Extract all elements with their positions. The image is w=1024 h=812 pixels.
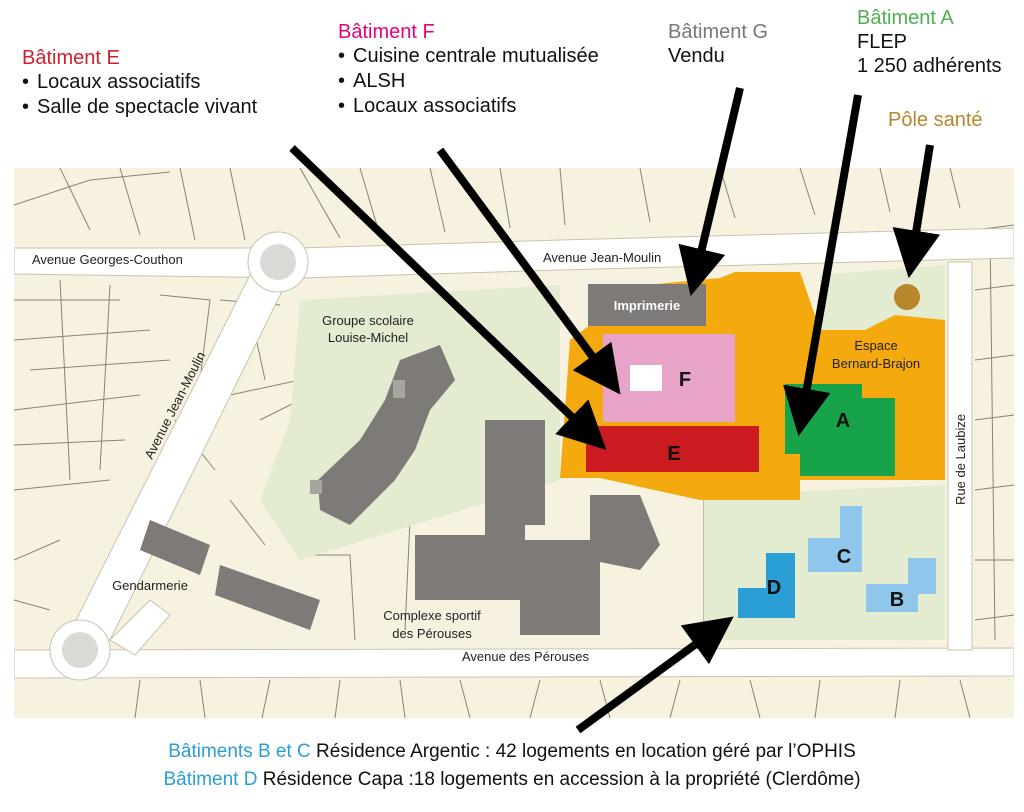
footer-line-1-text: Résidence Argentic : 42 logements en loc… [310, 741, 856, 762]
annotation-building-e-item: Locaux associatifs [22, 70, 257, 95]
annotation-building-g-status: Vendu [668, 45, 725, 67]
annotation-building-g-title: Bâtiment G [668, 21, 769, 43]
label-gendarmerie: Gendarmerie [112, 578, 188, 593]
annotation-building-f: Bâtiment F Cuisine centrale mutualisée A… [338, 20, 599, 119]
building-e[interactable] [586, 426, 759, 472]
annotation-building-f-title: Bâtiment F [338, 21, 435, 43]
label-imprimerie: Imprimerie [614, 298, 680, 313]
annotation-pole-sante-title: Pôle santé [888, 109, 983, 131]
arrow-to-building-a [783, 94, 862, 437]
arrow-to-building-g [678, 87, 744, 297]
label-complexe-2: des Pérouses [392, 626, 472, 641]
annotation-building-a: Bâtiment A FLEP 1 250 adhérents [857, 6, 1002, 78]
annotation-building-e: Bâtiment E Locaux associatifs Salle de s… [22, 46, 257, 120]
footer-line-2-highlight: Bâtiment D [163, 769, 258, 790]
letter-c: C [837, 546, 851, 568]
annotation-building-g: Bâtiment G Vendu [668, 20, 768, 68]
footer-line-2: Bâtiment D Résidence Capa :18 logements … [0, 768, 1024, 792]
footer-line-1: Bâtiments B et C Résidence Argentic : 42… [0, 740, 1024, 764]
grey-buildings [140, 345, 660, 635]
arrow-to-building-d [575, 616, 734, 734]
letter-d: D [767, 577, 781, 599]
annotation-building-a-line1: FLEP [857, 31, 908, 53]
building-f[interactable] [603, 334, 735, 422]
building-d[interactable] [738, 553, 795, 618]
groupe-scolaire-building [318, 345, 455, 525]
annotation-building-f-item: ALSH [338, 69, 599, 94]
arrow-to-building-f [436, 147, 621, 395]
label-groupe-scolaire-1: Groupe scolaire [322, 313, 414, 328]
annotation-building-e-title: Bâtiment E [22, 47, 120, 69]
sports-annex [590, 495, 660, 570]
annotation-building-e-item: Salle de spectacle vivant [22, 95, 257, 120]
annotation-building-a-title: Bâtiment A [857, 7, 954, 29]
arrow-to-pole-sante [892, 144, 940, 279]
gendarmerie-building-2 [215, 565, 320, 630]
label-groupe-scolaire-2: Louise-Michel [328, 330, 408, 345]
letter-a: A [836, 410, 850, 432]
street-label-jean-moulin-top: Avenue Jean-Moulin [543, 250, 661, 265]
annotation-building-a-line2: 1 250 adhérents [857, 55, 1002, 77]
pole-sante-marker[interactable] [894, 284, 920, 310]
letter-b: B [890, 589, 904, 611]
building-c[interactable] [808, 506, 862, 572]
label-espace-2: Bernard-Brajon [832, 356, 920, 371]
street-label-laubize: Rue de Laubize [953, 414, 968, 505]
arrow-to-building-e [289, 145, 607, 450]
footer-line-2-text: Résidence Capa :18 logements en accessio… [257, 769, 861, 790]
letter-e: E [667, 443, 680, 465]
footer-line-1-highlight: Bâtiments B et C [168, 741, 311, 762]
label-espace-1: Espace [854, 338, 897, 353]
annotation-building-f-item: Cuisine centrale mutualisée [338, 44, 599, 69]
building-b[interactable] [866, 558, 936, 612]
letter-f: F [679, 369, 691, 391]
street-label-perouses: Avenue des Pérouses [462, 649, 589, 664]
annotation-building-f-item: Locaux associatifs [338, 94, 599, 119]
complexe-sportif-building [415, 420, 600, 635]
label-complexe-1: Complexe sportif [383, 608, 481, 623]
gendarmerie-building-1 [140, 520, 210, 575]
annotation-pole-sante: Pôle santé [888, 108, 983, 132]
street-label-georges-couthon: Avenue Georges-Couthon [32, 252, 183, 267]
